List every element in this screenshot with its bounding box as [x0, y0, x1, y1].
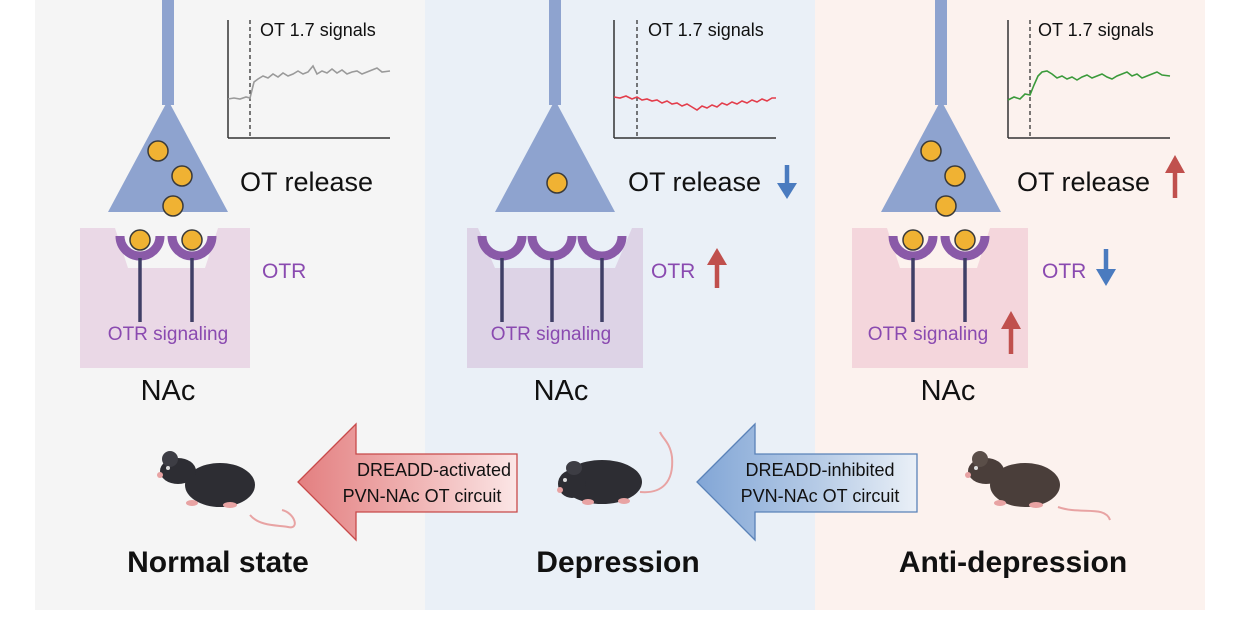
panel-anti-depression: OTR signaling OTR NAc OT 1.7 signals OT …	[852, 0, 1185, 579]
ot-signal-trace	[1007, 70, 1171, 101]
otr-receptor	[577, 235, 627, 322]
ot-release-down-arrow-icon	[777, 165, 797, 199]
arrow-label-line2: PVN-NAc OT circuit	[343, 486, 502, 506]
otr-label: OTR	[651, 260, 695, 283]
otr-receptor	[115, 229, 165, 322]
state-label: Depression	[536, 546, 699, 579]
otr-receptor	[167, 229, 217, 322]
ot-signal-trace	[613, 95, 776, 111]
ot-vesicle	[171, 165, 193, 187]
nac-label: NAc	[534, 375, 589, 407]
trace-label: OT 1.7 signals	[648, 20, 764, 40]
otr-up-arrow-icon	[707, 248, 727, 288]
ot-release-label: OT release	[240, 167, 373, 197]
postsynaptic-region	[80, 228, 250, 368]
otr-label: OTR	[262, 260, 306, 283]
arrow-label-line1: DREADD-activated	[357, 460, 511, 480]
ot-release-label: OT release	[1017, 167, 1150, 197]
arrow-label-line1: DREADD-inhibited	[745, 460, 894, 480]
ot-vesicle	[546, 172, 568, 194]
otr-receptor	[527, 235, 577, 322]
ot-vesicle	[935, 195, 957, 217]
state-label: Normal state	[127, 546, 309, 579]
panel-normal: OTR signaling OTR NAc OT 1.7 signals OT …	[80, 0, 391, 579]
presynaptic-terminal	[881, 100, 1001, 212]
otr-label: OTR	[1042, 260, 1086, 283]
presynaptic-terminal	[108, 100, 228, 212]
postsynaptic-region	[467, 228, 643, 368]
otr-receptor	[477, 235, 527, 322]
arrow-label-line2: PVN-NAc OT circuit	[741, 486, 900, 506]
otr-signaling-up-arrow-icon	[1001, 311, 1021, 354]
ot-release-up-arrow-icon	[1165, 155, 1185, 198]
otr-signaling-label: OTR signaling	[868, 324, 988, 345]
trace-label: OT 1.7 signals	[260, 20, 376, 40]
ot-release-label: OT release	[628, 167, 761, 197]
nac-label: NAc	[141, 375, 196, 407]
otr-signaling-label: OTR signaling	[108, 324, 228, 345]
otr-receptor	[940, 229, 990, 322]
axon	[549, 0, 561, 105]
trace-label: OT 1.7 signals	[1038, 20, 1154, 40]
mouse-icon	[965, 451, 1111, 521]
dreadd-inhibited-arrow: DREADD-inhibited PVN-NAc OT circuit	[696, 422, 918, 542]
presynaptic-terminal	[495, 100, 615, 212]
nac-label: NAc	[921, 375, 976, 407]
axon	[162, 0, 174, 105]
otr-down-arrow-icon	[1096, 249, 1116, 286]
ot-vesicle	[147, 140, 169, 162]
ot-vesicle	[162, 195, 184, 217]
panel-depression: OTR signaling OTR NAc OT 1.7 signals OT …	[467, 0, 797, 579]
postsynaptic-region	[852, 228, 1028, 368]
otr-receptor	[888, 229, 938, 322]
otr-signaling-label: OTR signaling	[491, 324, 611, 345]
ot-vesicle	[920, 140, 942, 162]
state-label: Anti-depression	[899, 546, 1127, 579]
ot-signal-trace	[227, 64, 391, 100]
mouse-icon	[557, 431, 674, 505]
dreadd-activated-arrow: DREADD-activated PVN-NAc OT circuit	[297, 422, 518, 542]
mouse-icon	[157, 451, 296, 529]
axon	[935, 0, 947, 105]
ot-vesicle	[944, 165, 966, 187]
